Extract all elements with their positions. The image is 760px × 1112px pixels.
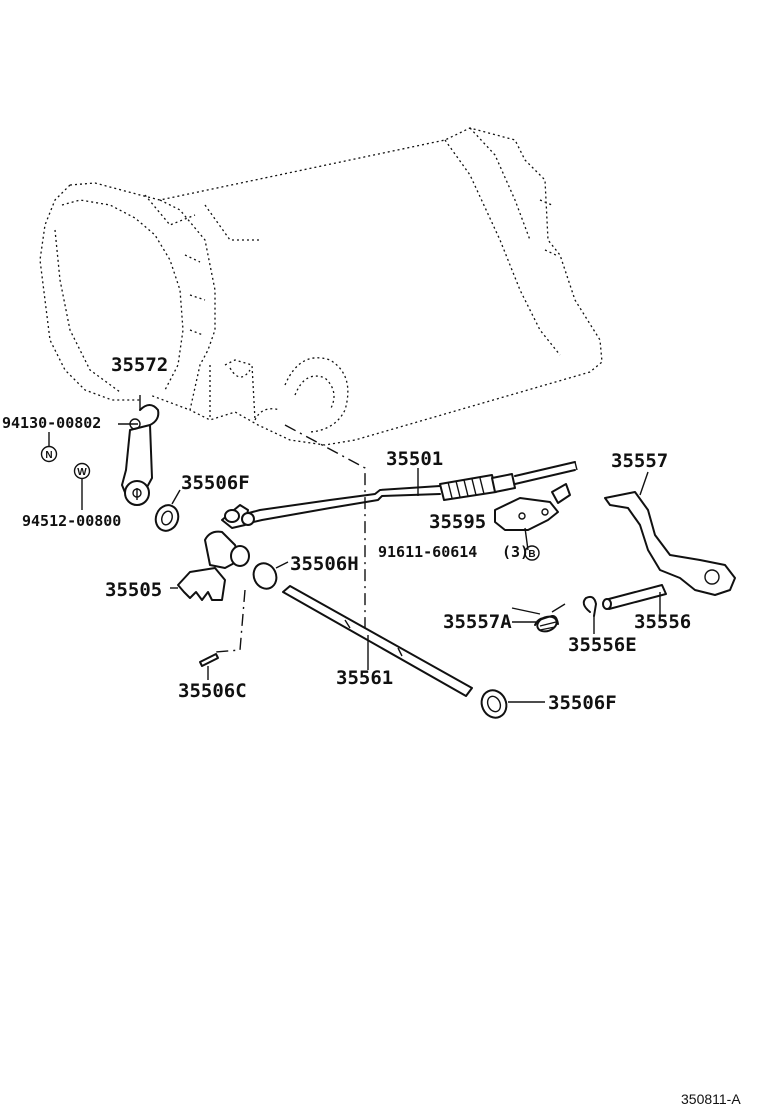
pin-35506C <box>199 653 219 680</box>
label-94130-00802: 94130-00802 <box>2 414 101 432</box>
detent-plate-35505 <box>170 504 250 601</box>
label-91611-60614: 91611-60614 <box>378 543 477 561</box>
label-35506H: 35506H <box>290 553 359 575</box>
label-91611-qty: (3) <box>502 543 529 561</box>
shaft-35561 <box>282 585 473 697</box>
n-marker-icon <box>40 445 58 463</box>
label-35572: 35572 <box>111 354 168 376</box>
label-94512-00800: 94512-00800 <box>22 512 121 530</box>
seal-35506F-bottom <box>480 689 545 719</box>
centre-line <box>284 424 366 640</box>
centre-line-2 <box>214 589 246 653</box>
lever-35557 <box>604 471 736 596</box>
label-35501: 35501 <box>386 448 443 470</box>
collar-35506H <box>252 561 289 590</box>
n-marker-text: N <box>45 450 52 461</box>
seal-35506F-top <box>154 489 181 532</box>
b-marker-icon <box>524 545 540 561</box>
lever-35572 <box>121 395 160 506</box>
label-35505: 35505 <box>105 579 162 601</box>
cable-35501 <box>241 461 578 526</box>
bracket-35595 <box>494 483 571 551</box>
label-35557: 35557 <box>611 450 668 472</box>
label-35595: 35595 <box>429 511 486 533</box>
washer-marker <box>129 418 141 430</box>
label-35557A: 35557A <box>443 611 512 633</box>
reference-code: 350811-A <box>681 1091 741 1107</box>
transmission-housing <box>39 127 603 446</box>
label-35506F-top: 35506F <box>181 472 250 494</box>
label-35556: 35556 <box>634 611 691 633</box>
clip-35556E <box>582 595 597 634</box>
w-marker-text: W <box>77 467 87 478</box>
label-35506F-bottom: 35506F <box>548 692 617 714</box>
label-35561: 35561 <box>336 667 393 689</box>
label-35506C: 35506C <box>178 680 247 702</box>
spring-35557A <box>511 603 566 633</box>
pin-35556 <box>602 584 667 616</box>
w-marker-icon <box>73 462 91 480</box>
b-marker-text: B <box>528 549 535 560</box>
label-35556E: 35556E <box>568 634 637 656</box>
